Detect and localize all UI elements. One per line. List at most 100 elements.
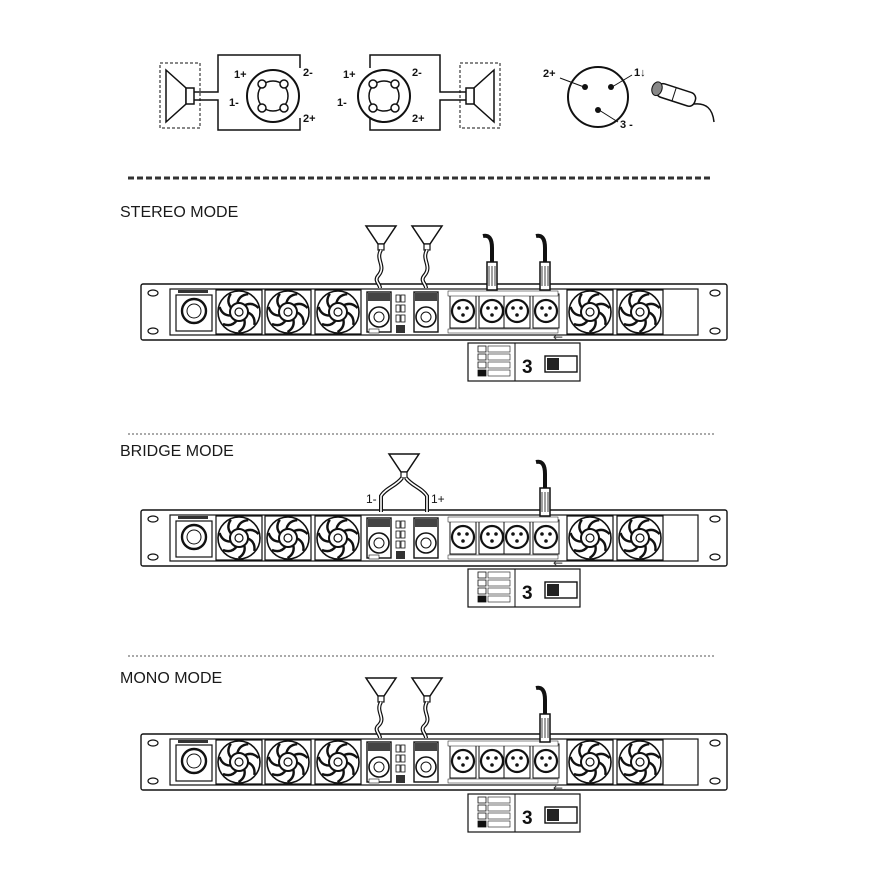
switch-number-label: 3 bbox=[522, 357, 533, 378]
rack-ear-hole bbox=[709, 553, 721, 561]
microphone-icon bbox=[651, 81, 715, 123]
bridge-minus-label: 1- bbox=[366, 492, 377, 506]
rack-ear-hole bbox=[147, 739, 159, 747]
speakon-socket-icon bbox=[366, 517, 392, 559]
horn-speaker-icon bbox=[364, 677, 398, 703]
xlr-pin-icon bbox=[608, 84, 614, 90]
pin-label: 3 - bbox=[620, 119, 633, 131]
speakon-connector-icon bbox=[357, 69, 411, 123]
pin-label: 1+ bbox=[343, 69, 356, 81]
amplifier-rear-panel bbox=[140, 733, 728, 791]
horn-speaker-icon bbox=[364, 225, 398, 251]
amplifier-rear-panel bbox=[140, 509, 728, 567]
dip-switch-icon bbox=[477, 595, 487, 603]
pin-label: 1↓ bbox=[634, 67, 646, 79]
input-label-strip bbox=[447, 740, 559, 747]
dip-switch-icon bbox=[477, 369, 487, 377]
pin-label: 2- bbox=[303, 67, 313, 79]
vent-grille bbox=[395, 520, 406, 559]
cooling-fan-icon bbox=[566, 289, 614, 335]
vent-grille bbox=[395, 294, 406, 333]
input-label-strip bbox=[447, 328, 559, 334]
dip-label bbox=[487, 361, 511, 369]
vent-grille bbox=[395, 744, 406, 783]
horn-speaker-icon bbox=[410, 677, 444, 703]
speakon-socket-icon bbox=[413, 291, 439, 333]
xlr-socket-icon bbox=[503, 743, 531, 779]
label-plate bbox=[368, 328, 380, 334]
label-plate bbox=[368, 554, 380, 560]
power-inlet-icon bbox=[175, 740, 213, 782]
dip-switch-icon bbox=[477, 571, 487, 579]
bridge-plus-label: 1+ bbox=[431, 492, 445, 506]
xlr-socket-icon bbox=[532, 519, 560, 555]
switch-frame bbox=[467, 342, 581, 382]
xlr-socket-icon bbox=[478, 743, 506, 779]
arrow-left-icon: ← bbox=[553, 330, 563, 344]
cooling-fan-icon bbox=[264, 739, 312, 785]
xlr-socket-icon bbox=[532, 293, 560, 329]
stereo-mode-title: STEREO MODE bbox=[120, 204, 238, 221]
cooling-fan-icon bbox=[314, 289, 362, 335]
cooling-fan-icon bbox=[264, 289, 312, 335]
dip-switch-icon bbox=[477, 587, 487, 595]
xlr-pin-icon bbox=[595, 107, 601, 113]
mode-switch-detail: 3← bbox=[467, 556, 581, 608]
dip-label bbox=[487, 812, 511, 820]
cooling-fan-icon bbox=[215, 289, 263, 335]
dip-label bbox=[487, 595, 511, 603]
bridge-mode-section: 1- 1+ 3← bbox=[140, 453, 728, 608]
pin-label: 2+ bbox=[412, 113, 425, 125]
switch-number-label: 3 bbox=[522, 808, 533, 829]
xlr-socket-icon bbox=[449, 519, 477, 555]
speakon-socket-icon bbox=[413, 741, 439, 783]
amplifier-rear-panel bbox=[140, 283, 728, 341]
dip-label bbox=[487, 587, 511, 595]
dip-label bbox=[487, 579, 511, 587]
xlr-cable-icon bbox=[535, 685, 551, 743]
rack-ear-hole bbox=[147, 289, 159, 297]
mode-switch-detail: 3← bbox=[467, 330, 581, 382]
speakon-socket-icon bbox=[413, 517, 439, 559]
dip-label bbox=[487, 804, 511, 812]
dip-switch-icon bbox=[477, 353, 487, 361]
xlr-socket-icon bbox=[449, 293, 477, 329]
slide-switch-knob bbox=[547, 809, 559, 821]
cooling-fan-icon bbox=[215, 739, 263, 785]
pin-label: 2- bbox=[412, 67, 422, 79]
dip-label bbox=[487, 353, 511, 361]
cooling-fan-icon bbox=[264, 515, 312, 561]
mode-switch-detail: 3← bbox=[467, 781, 581, 833]
rack-ear-hole bbox=[709, 289, 721, 297]
speakon-socket-icon bbox=[366, 741, 392, 783]
dip-label bbox=[487, 369, 511, 377]
rack-ear-hole bbox=[147, 553, 159, 561]
xlr-cable-icon bbox=[482, 233, 498, 291]
slide-switch-knob bbox=[547, 358, 559, 370]
stereo-mode-section: 3← bbox=[140, 225, 728, 382]
input-label-strip bbox=[447, 290, 559, 297]
xlr-socket-icon bbox=[449, 743, 477, 779]
cooling-fan-icon bbox=[616, 289, 664, 335]
rack-ear-hole bbox=[709, 739, 721, 747]
pin-label: 2+ bbox=[303, 113, 316, 125]
dip-label bbox=[487, 796, 511, 804]
cooling-fan-icon bbox=[616, 515, 664, 561]
dip-switch-icon bbox=[477, 796, 487, 804]
rack-ear-hole bbox=[709, 327, 721, 335]
cooling-fan-icon bbox=[566, 739, 614, 785]
horn-speaker-icon bbox=[387, 453, 421, 479]
bridge-mode-title: BRIDGE MODE bbox=[120, 443, 234, 460]
dip-label bbox=[487, 571, 511, 579]
rack-ear-hole bbox=[709, 777, 721, 785]
cooling-fan-icon bbox=[566, 515, 614, 561]
dip-switch-icon bbox=[477, 361, 487, 369]
dip-switch-icon bbox=[477, 820, 487, 828]
xlr-pin-icon bbox=[582, 84, 588, 90]
horn-speaker-icon bbox=[165, 68, 195, 124]
input-label-strip bbox=[447, 778, 559, 784]
speakon-wiring-left: 1+ 2- 1- 2+ bbox=[159, 54, 316, 131]
mono-mode-title: MONO MODE bbox=[120, 670, 222, 687]
dip-switch-icon bbox=[477, 812, 487, 820]
